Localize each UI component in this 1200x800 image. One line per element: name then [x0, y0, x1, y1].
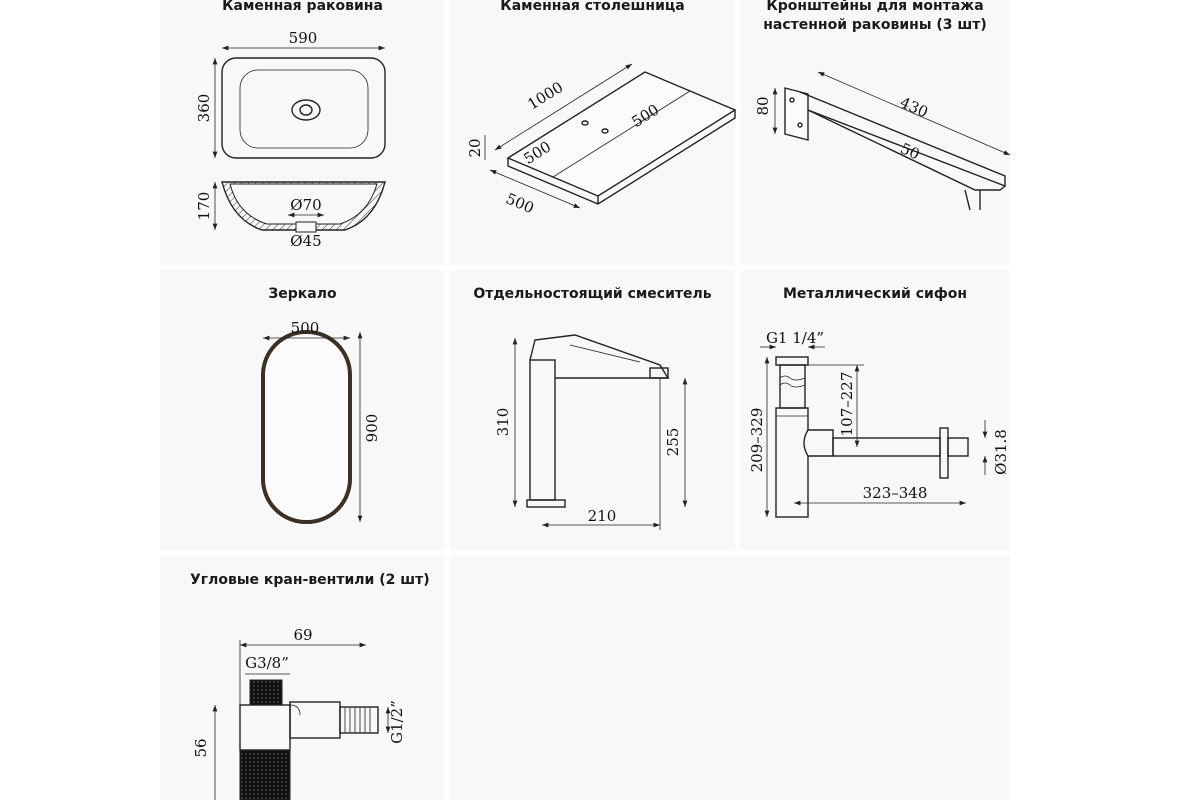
mirror-width-label: 500	[291, 319, 320, 337]
valve-length-label: 69	[293, 626, 312, 644]
bracket-drawing	[772, 71, 1011, 211]
faucet-spout-length-label: 210	[588, 507, 617, 525]
siphon-drawing	[760, 344, 988, 518]
faucet-height-label: 310	[494, 408, 512, 437]
siphon-length-label: 323–348	[863, 484, 928, 502]
sink-inner-drain-label: Ø45	[290, 232, 321, 250]
panel-empty	[450, 555, 1010, 800]
valve-inlet-label: G3/8”	[245, 654, 289, 672]
sink-width-label: 590	[289, 29, 318, 47]
title-stone-countertop: Каменная столешница	[500, 0, 685, 14]
bracket-height-label: 80	[754, 96, 772, 115]
mirror-height-label: 900	[363, 414, 381, 443]
title-faucet: Отдельностоящий смеситель	[473, 286, 712, 302]
title-stone-sink: Каменная раковина	[222, 0, 383, 14]
siphon-total-height-label: 209–329	[748, 408, 766, 473]
countertop-length-label: 1000	[524, 78, 566, 114]
valve-outlet-label: G1/2”	[388, 700, 406, 744]
faucet-drawing	[512, 334, 688, 530]
title-mirror: Зеркало	[268, 286, 337, 302]
angle-valve-drawing	[212, 640, 391, 800]
panel-angle-valves	[160, 555, 445, 800]
faucet-spout-height-label: 255	[664, 428, 682, 457]
title-siphon: Металлический сифон	[783, 286, 967, 302]
siphon-thread-label: G1 1/4”	[766, 329, 824, 347]
sink-top-view	[212, 45, 386, 159]
countertop-thickness-label: 20	[466, 138, 484, 157]
sink-outer-drain-label: Ø70	[290, 196, 321, 214]
valve-height-label: 56	[192, 738, 210, 757]
siphon-adjust-height-label: 107–227	[838, 372, 856, 437]
sink-height-label: 170	[195, 192, 213, 221]
mirror-drawing	[261, 330, 363, 524]
siphon-diameter-label: Ø31.8	[992, 429, 1010, 475]
countertop-drawing	[484, 63, 737, 209]
bracket-width-label: 50	[898, 139, 923, 163]
bracket-length-label: 430	[897, 93, 930, 121]
title-brackets-line1: Кронштейны для монтажа	[766, 0, 984, 14]
panel-faucet	[450, 270, 735, 550]
sink-side-section	[212, 181, 386, 233]
title-brackets-line2: настенной раковины (3 шт)	[763, 17, 987, 33]
title-angle-valves: Угловые кран-вентили (2 шт)	[190, 572, 430, 588]
countertop-depth-label: 500	[503, 190, 536, 218]
title-brackets: Кронштейны для монтажа настенной раковин…	[740, 0, 1010, 35]
sink-depth-label: 360	[195, 94, 213, 123]
